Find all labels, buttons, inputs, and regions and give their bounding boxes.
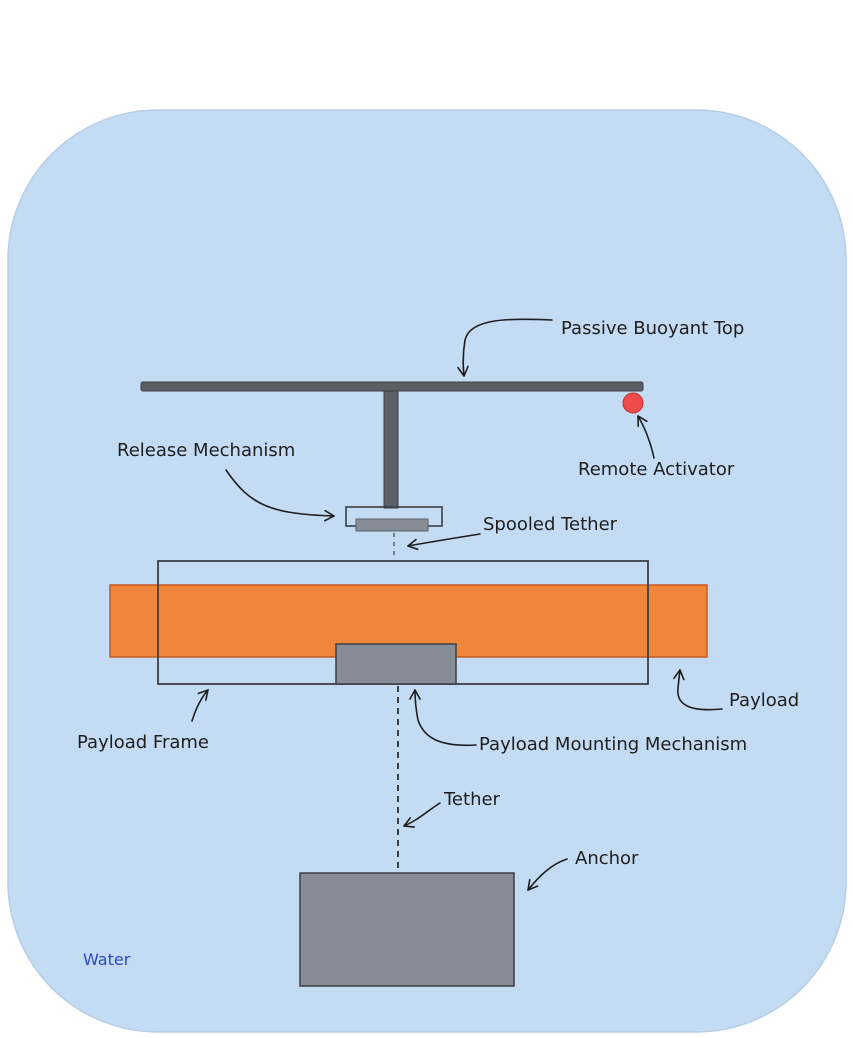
label-tether: Tether bbox=[443, 789, 501, 810]
arrow-payload bbox=[673, 669, 723, 711]
arrow-spooled-tether bbox=[407, 533, 481, 551]
label-spooled-tether: Spooled Tether bbox=[483, 514, 618, 535]
arrow-payload-mounting bbox=[409, 689, 477, 747]
arrow-release-mechanism bbox=[225, 469, 335, 522]
arrow-buoyant-top bbox=[457, 318, 553, 377]
buoyant-top-bar bbox=[140, 381, 644, 392]
label-anchor: Anchor bbox=[575, 848, 639, 869]
anchor-block bbox=[299, 872, 515, 987]
remote-activator-dot bbox=[622, 392, 644, 414]
label-remote-activator: Remote Activator bbox=[578, 459, 735, 480]
label-payload: Payload bbox=[729, 690, 799, 711]
label-payload-frame: Payload Frame bbox=[77, 732, 209, 753]
arrow-tether bbox=[403, 802, 441, 828]
arrow-remote-activator bbox=[637, 415, 655, 459]
label-buoyant-top: Passive Buoyant Top bbox=[561, 318, 744, 339]
label-release-mechanism: Release Mechanism bbox=[117, 440, 295, 461]
arrow-payload-frame bbox=[191, 689, 209, 722]
label-water: Water bbox=[83, 950, 131, 969]
water-region bbox=[7, 109, 847, 1033]
buoyant-top-stem bbox=[383, 390, 399, 509]
arrow-anchor bbox=[527, 858, 568, 891]
payload-mounting-block bbox=[335, 643, 457, 685]
spool-block bbox=[355, 518, 429, 532]
label-payload-mounting: Payload Mounting Mechanism bbox=[479, 734, 747, 755]
